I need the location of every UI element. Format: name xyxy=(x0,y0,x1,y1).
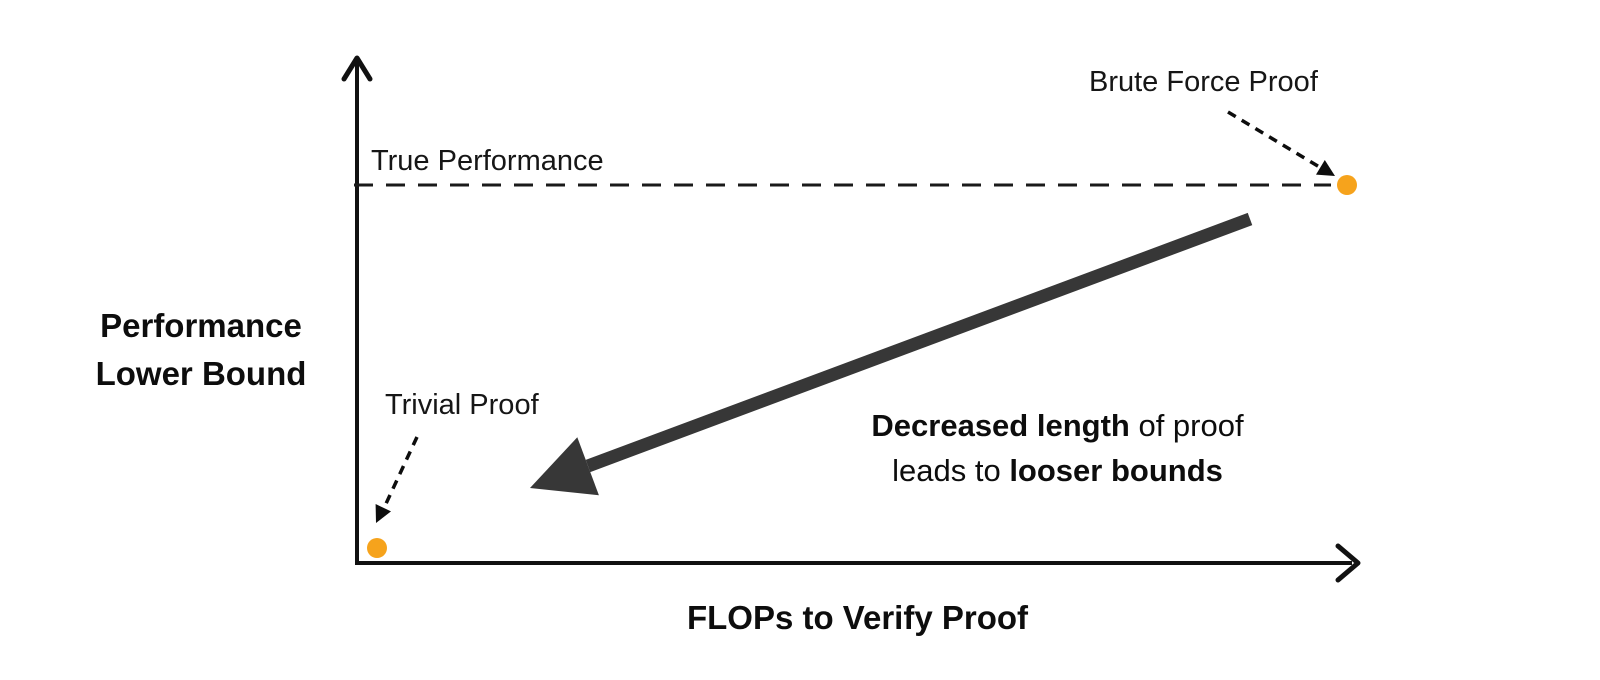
brute-force-pointer-line xyxy=(1227,110,1322,170)
brute-force-proof-label: Brute Force Proof xyxy=(1089,66,1318,98)
annotation-line2-start: leads to xyxy=(892,452,1010,488)
true-performance-label: True Performance xyxy=(371,145,604,177)
annotation-line2: leads to looser bounds xyxy=(800,449,1315,494)
trivial-proof-label: Trivial Proof xyxy=(385,389,539,421)
trivial-proof-dot xyxy=(367,538,387,558)
y-axis-label: Performance Lower Bound xyxy=(75,302,327,398)
trivial-pointer-arrowhead-icon xyxy=(375,504,391,523)
x-axis-right-arrowhead-icon xyxy=(1335,543,1361,583)
y-axis-up-arrowhead-icon xyxy=(341,55,373,82)
y-axis-label-line2: Lower Bound xyxy=(95,354,307,392)
big-arrow-head-icon xyxy=(530,437,599,496)
y-axis-label-line1: Performance xyxy=(100,307,302,344)
trivial-pointer-line xyxy=(382,436,419,509)
x-axis-label: FLOPs to Verify Proof xyxy=(686,599,1029,636)
big-arrow-shaft xyxy=(585,212,1253,473)
brute-force-proof-dot xyxy=(1337,175,1357,195)
annotation-line1-bold: Decreased length xyxy=(871,408,1130,443)
brute-force-pointer-arrowhead-icon xyxy=(1316,160,1335,176)
annotation-line2-bold: looser bounds xyxy=(1009,452,1223,488)
annotation-line1-rest: of proof xyxy=(1129,408,1244,443)
decreased-length-annotation: Decreased length of proof leads to loose… xyxy=(800,404,1315,494)
annotation-line1: Decreased length of proof xyxy=(800,404,1315,449)
